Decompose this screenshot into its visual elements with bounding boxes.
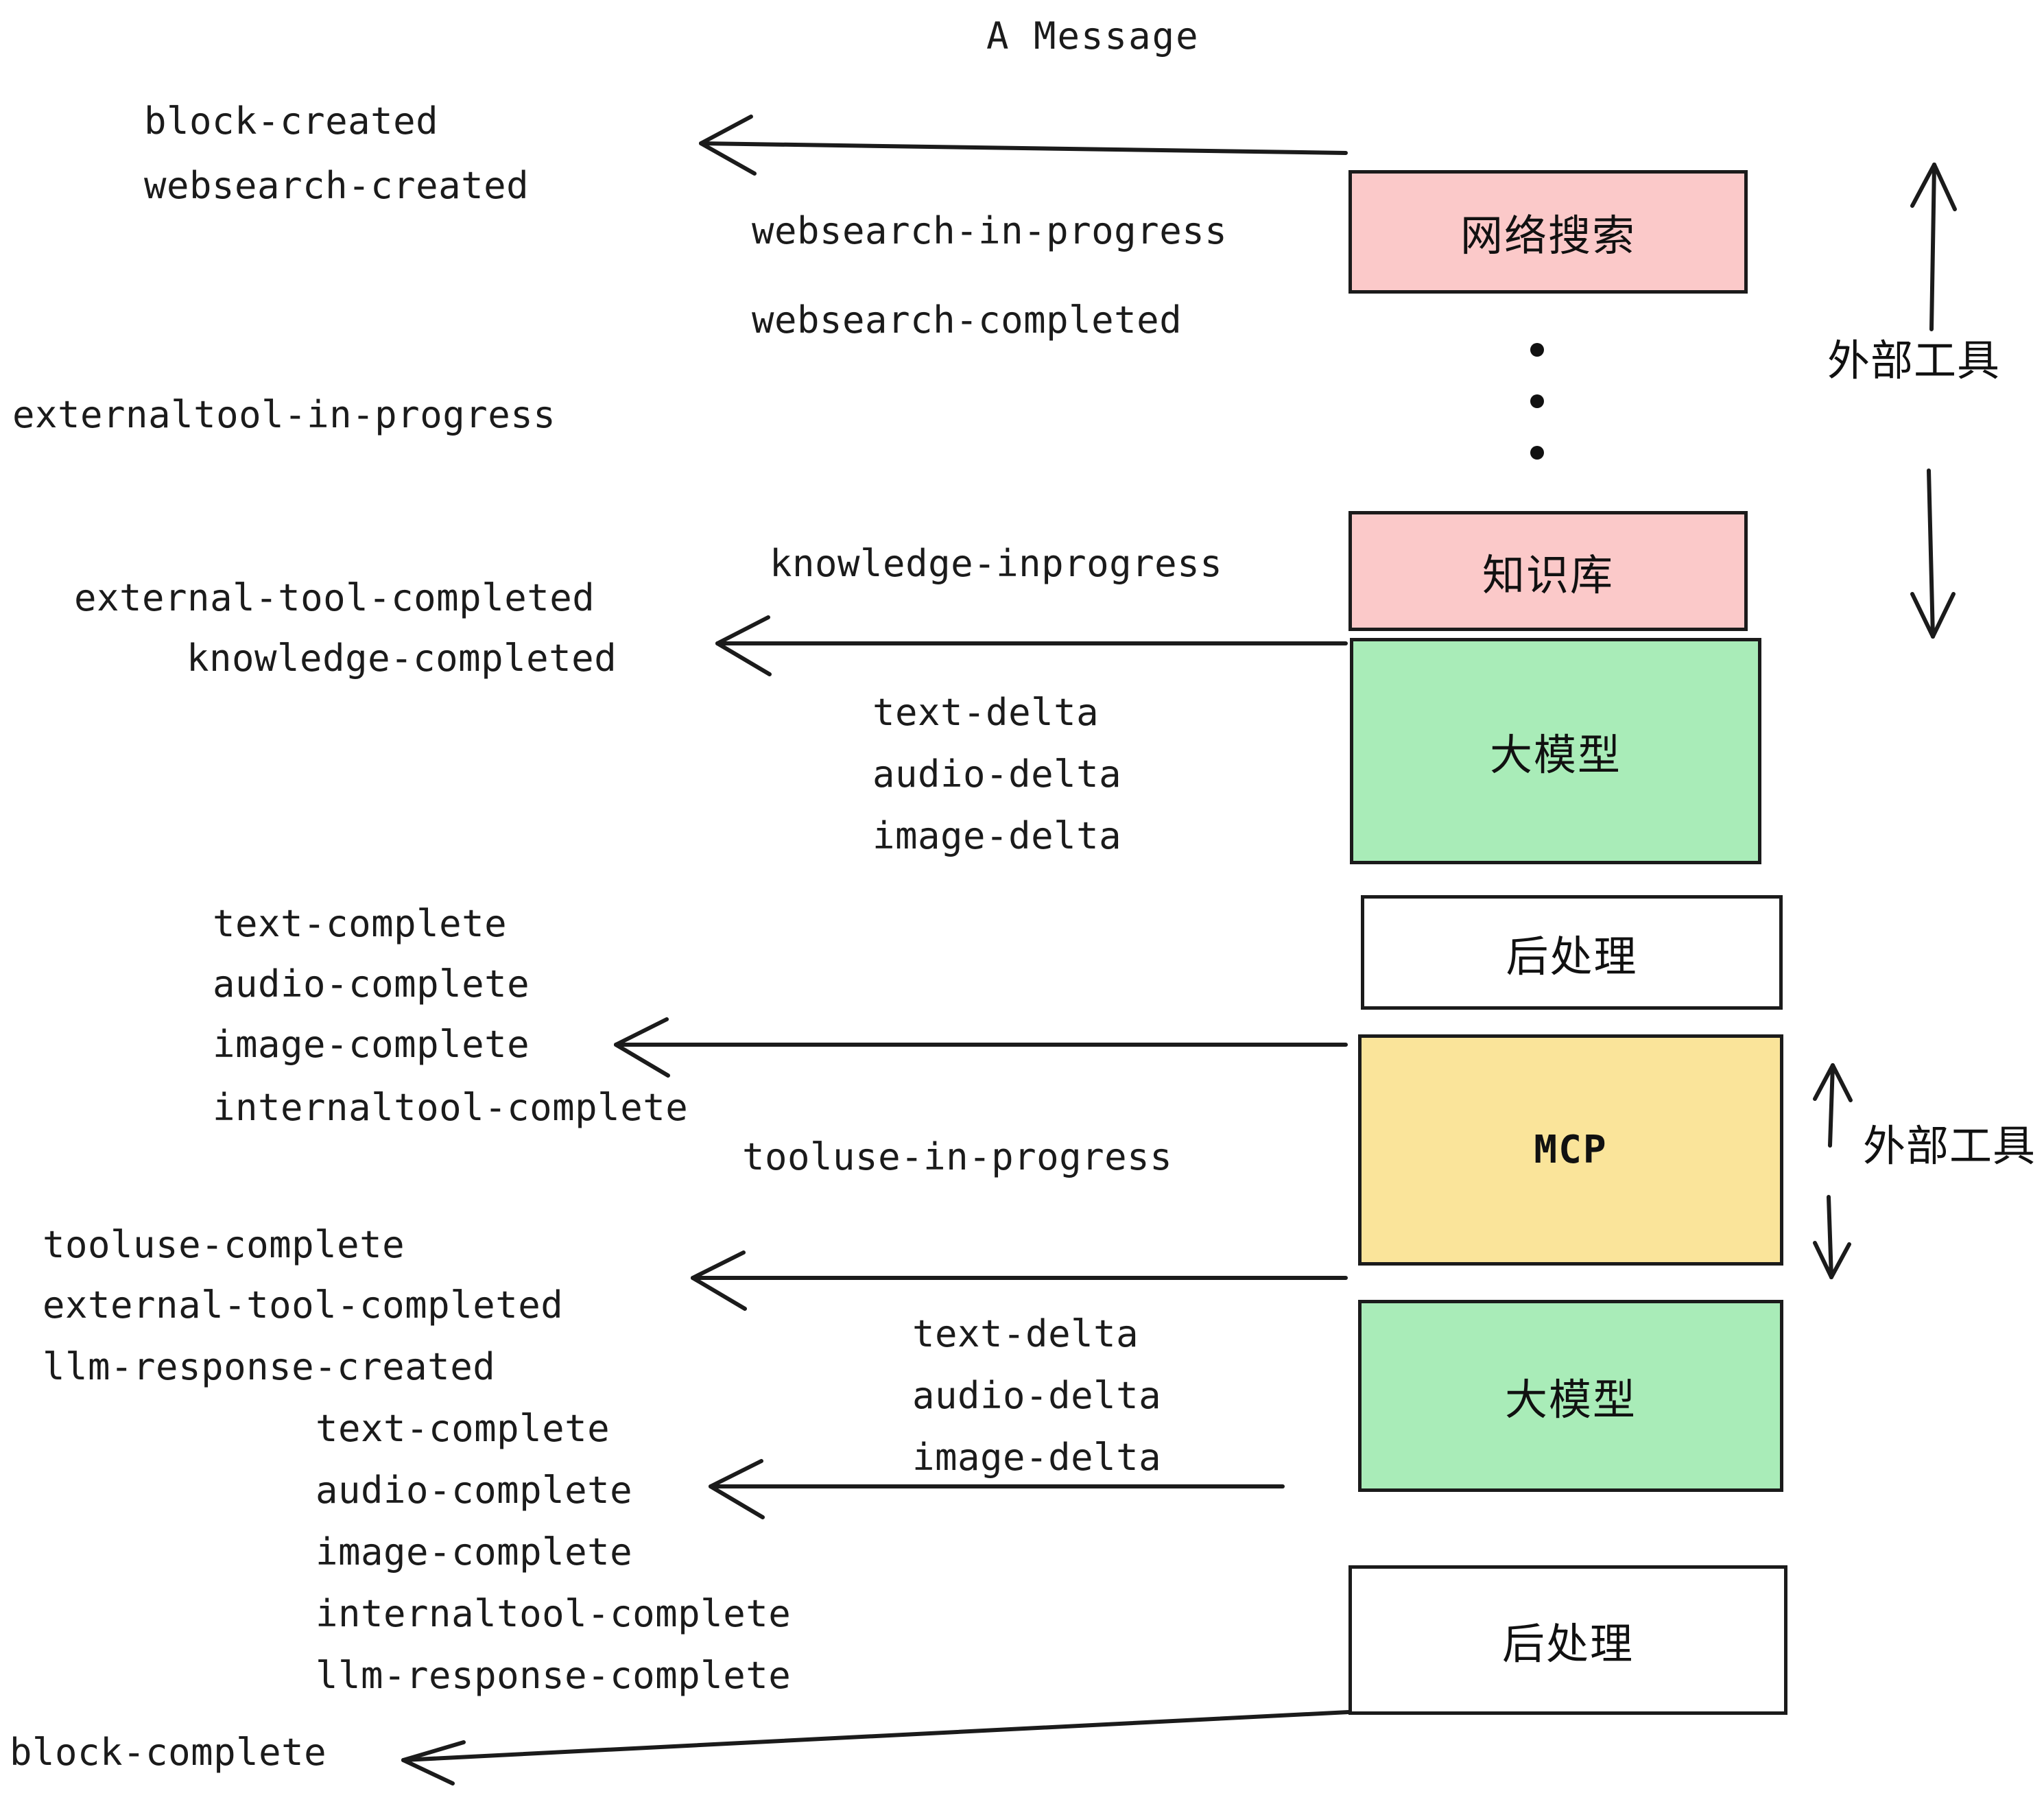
event-label-image-complete-1: image-complete — [213, 1023, 530, 1066]
event-label-tooluse-in-progress: tooluse-in-progress — [742, 1135, 1173, 1178]
event-label-block-complete: block-complete — [10, 1731, 327, 1774]
event-label-external-tool-completed-1: external-tool-completed — [74, 576, 595, 619]
event-label-internaltool-complete-2: internaltool-complete — [316, 1592, 792, 1635]
event-label-llm-response-complete: llm-response-complete — [316, 1654, 792, 1697]
side-label-external-tool-mcp: 外部工具 — [1863, 1121, 2036, 1171]
event-label-image-delta-1: image-delta — [872, 814, 1122, 857]
external-tool-bracket-mcp-down — [1827, 1195, 1833, 1279]
event-label-audio-delta-2: audio-delta — [912, 1374, 1162, 1417]
event-label-audio-delta-1: audio-delta — [872, 752, 1122, 796]
vertical-ellipsis-icon — [1530, 343, 1545, 460]
diagram-title: A Message — [986, 14, 1200, 58]
node-llm-2[interactable]: 大模型 — [1358, 1300, 1783, 1492]
external-tool-bracket-mcp-up — [1828, 1063, 1835, 1148]
arrow-websearch-to-created — [699, 141, 1348, 155]
external-tool-bracket-top-up — [1929, 163, 1936, 331]
node-postprocess-2[interactable]: 后处理 — [1348, 1565, 1787, 1715]
event-label-tooluse-complete: tooluse-complete — [43, 1223, 405, 1266]
event-label-audio-complete-1: audio-complete — [213, 962, 530, 1006]
event-label-block-created: block-created — [144, 99, 439, 143]
event-label-text-complete-1: text-complete — [213, 902, 508, 945]
node-postprocess-1[interactable]: 后处理 — [1361, 895, 1783, 1010]
event-label-image-complete-2: image-complete — [316, 1530, 633, 1574]
arrow-postprocess-to-block-complete — [401, 1710, 1351, 1762]
node-knowledge-base[interactable]: 知识库 — [1348, 511, 1748, 631]
node-web-search[interactable]: 网络搜索 — [1348, 170, 1748, 294]
side-label-external-tool-top: 外部工具 — [1827, 335, 2001, 385]
event-label-text-delta-2: text-delta — [912, 1312, 1139, 1355]
event-label-websearch-created: websearch-created — [144, 164, 530, 207]
node-mcp[interactable]: MCP — [1358, 1034, 1783, 1266]
event-label-text-complete-2: text-complete — [316, 1407, 610, 1450]
event-label-llm-response-created: llm-response-created — [43, 1345, 496, 1388]
event-label-audio-complete-2: audio-complete — [316, 1469, 633, 1512]
event-label-externaltool-in-progress: externaltool-in-progress — [12, 393, 556, 436]
external-tool-bracket-top-down — [1927, 468, 1935, 639]
node-llm-1[interactable]: 大模型 — [1350, 638, 1761, 864]
event-label-websearch-in-progress: websearch-in-progress — [752, 209, 1228, 252]
event-label-image-delta-2: image-delta — [912, 1436, 1162, 1479]
event-label-knowledge-completed: knowledge-completed — [187, 637, 617, 680]
event-label-knowledge-inprogress: knowledge-inprogress — [770, 542, 1223, 585]
event-label-internaltool-complete-1: internaltool-complete — [213, 1086, 689, 1129]
event-label-external-tool-completed-2: external-tool-completed — [43, 1283, 564, 1327]
event-label-text-delta-1: text-delta — [872, 691, 1100, 734]
event-label-websearch-completed: websearch-completed — [752, 298, 1183, 342]
